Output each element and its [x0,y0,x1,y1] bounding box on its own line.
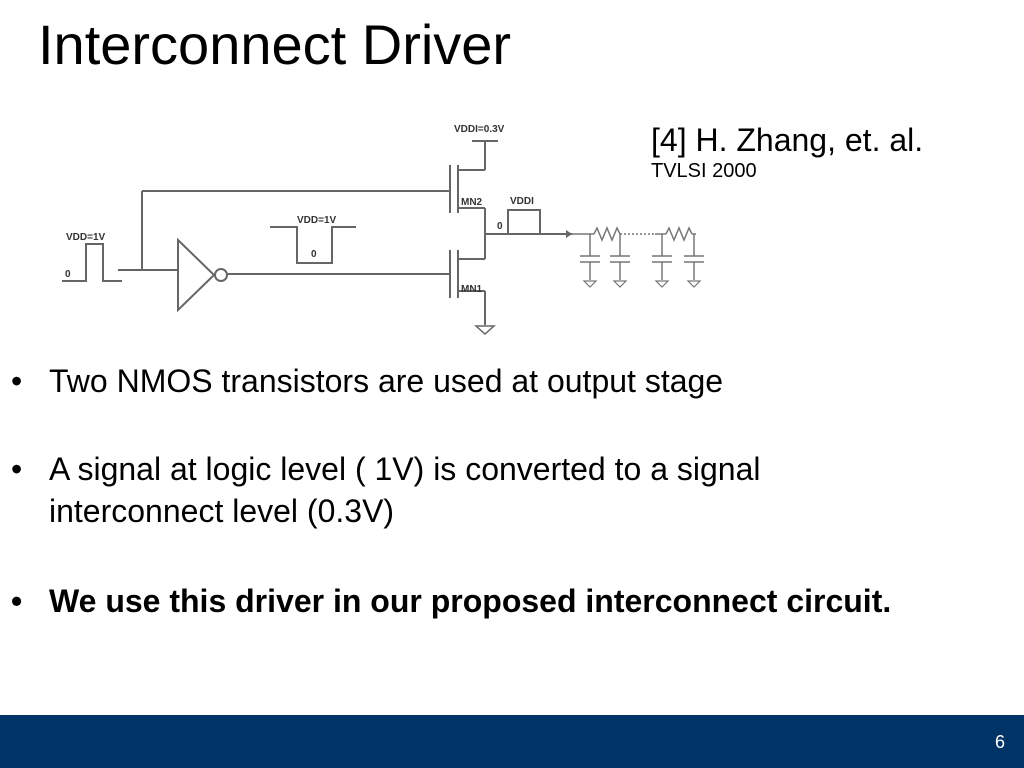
driver-circuit-diagram: VDDI=0.3V MN2 MN1 VDDI 0 VDD=1V 0 VDD=1V… [62,124,704,336]
vddi-supply-label: VDDI=0.3V [454,124,505,135]
mid-vdd-label: VDD=1V [297,215,337,226]
output-zero-label: 0 [497,221,503,232]
bullet-dot: • [11,363,23,399]
page-number: 6 [994,732,1005,752]
mid-zero-label: 0 [311,249,317,260]
vddi-output-label: VDDI [510,196,534,207]
bullet-dot: • [11,451,23,487]
footer-bar: 6 [0,715,1024,768]
reference-journal: TVLSI 2000 [651,160,757,182]
slide-title: Interconnect Driver [38,13,512,76]
bullet-dot: • [11,583,23,619]
input-zero-label: 0 [65,269,71,280]
input-vdd-label: VDD=1V [66,232,106,243]
mn2-label: MN2 [461,197,483,208]
mn1-label: MN1 [461,284,483,295]
bullet-text: A signal at logic level ( 1V) is convert… [49,451,761,529]
reference-citation: [4] H. Zhang, et. al. [651,122,924,158]
bullet-text: We use this driver in our proposed inter… [49,583,892,619]
bullet-text: Two NMOS transistors are used at output … [49,363,724,399]
reference: [4] H. Zhang, et. al. TVLSI 2000 [651,122,923,184]
